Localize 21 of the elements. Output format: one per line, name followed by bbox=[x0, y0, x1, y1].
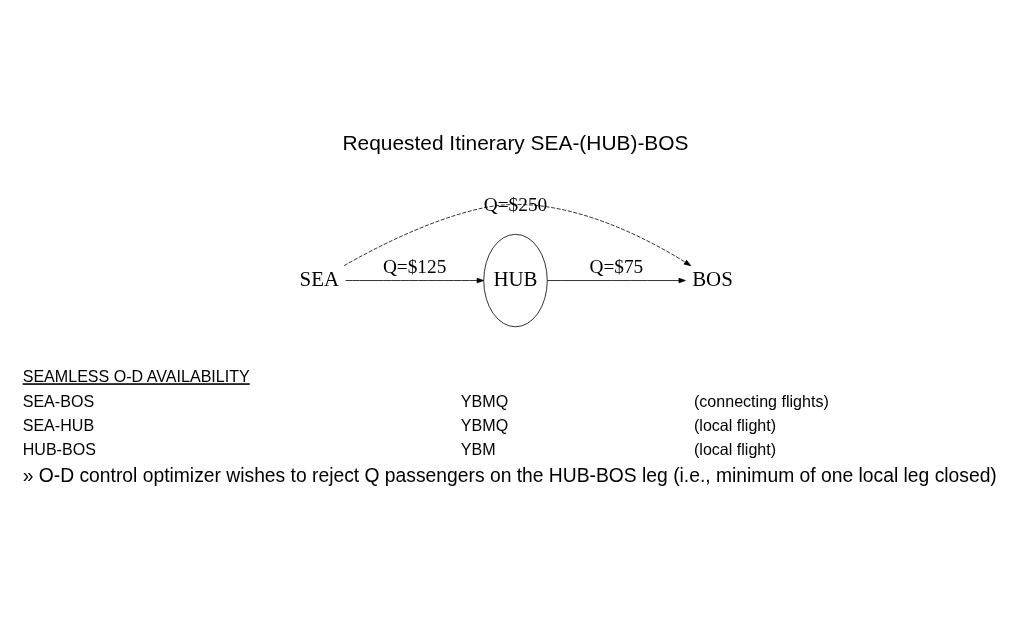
label: SEA-HUB bbox=[22, 416, 95, 435]
label: SEAMLESS O-D AVAILABILITY bbox=[22, 367, 250, 386]
arrow bbox=[546, 277, 686, 284]
label: (local flight) bbox=[693, 416, 777, 435]
edge-label: Q=$75 bbox=[589, 255, 644, 277]
label: HUB-BOS bbox=[22, 440, 96, 459]
label: YBMQ bbox=[460, 416, 509, 435]
edge-label: Q=$125 bbox=[382, 255, 447, 277]
label: YBM bbox=[460, 440, 496, 459]
label: YBMQ bbox=[460, 392, 509, 411]
node-text: BOS bbox=[692, 266, 733, 291]
node-ellipse: HUB bbox=[483, 233, 548, 328]
arrow bbox=[343, 204, 692, 267]
label: » O-D control optimizer wishes to reject Q passengers on the HUB-BOS leg (i.e., minimum of one local leg closed) bbox=[22, 465, 997, 487]
arrow bbox=[345, 277, 484, 284]
label: (local flight) bbox=[693, 440, 777, 459]
node-text: SEA bbox=[299, 266, 340, 291]
diagram-title: Requested Itinerary SEA-(HUB)-BOS bbox=[342, 131, 689, 155]
edge-label: Q=$250 bbox=[483, 194, 548, 216]
label: SEA-BOS bbox=[22, 392, 95, 411]
label: (connecting flights) bbox=[693, 392, 829, 411]
